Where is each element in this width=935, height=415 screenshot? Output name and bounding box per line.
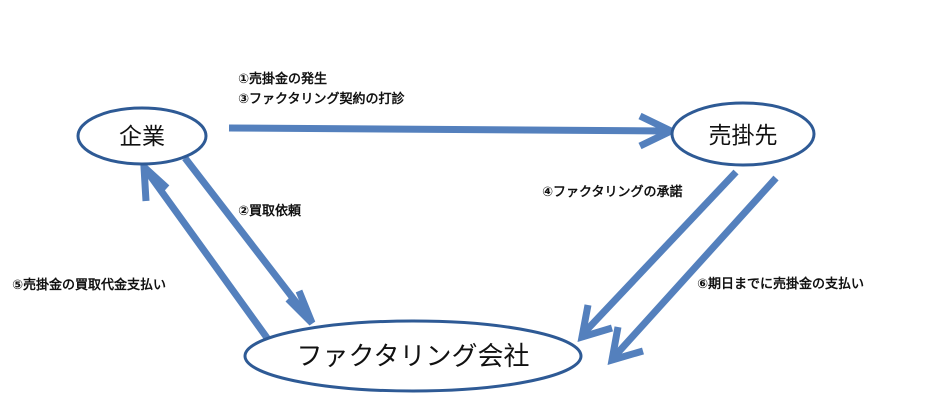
node-company: 企業 [76,106,208,166]
edge-label-factoring-proposal: ③ファクタリング契約の打診 [238,91,405,107]
arrow-customer-to-factoring [577,169,739,343]
node-factoring-label: ファクタリング会社 [297,342,530,372]
arrow-customer-to-factoring-payment [607,175,779,365]
node-factoring: ファクタリング会社 [243,319,583,393]
arrow-company-to-customer [228,112,680,150]
edge-label-payment-by-due: ⑥期日までに売掛金の支払い [697,276,864,292]
arrow-factoring-to-company [140,158,273,345]
node-company-label: 企業 [119,124,165,150]
arrow-company-to-factoring [182,155,316,326]
edge-label-consent: ④ファクタリングの承諾 [542,184,683,200]
node-customer-label: 売掛先 [709,123,778,149]
edge-label-purchase-payment: ⑤売掛金の買取代金支払い [12,277,166,293]
edge-label-purchase-request: ②買取依頼 [238,203,302,219]
node-customer: 売掛先 [670,101,816,167]
edge-label-receivable-occurs: ①売掛金の発生 [238,71,327,87]
